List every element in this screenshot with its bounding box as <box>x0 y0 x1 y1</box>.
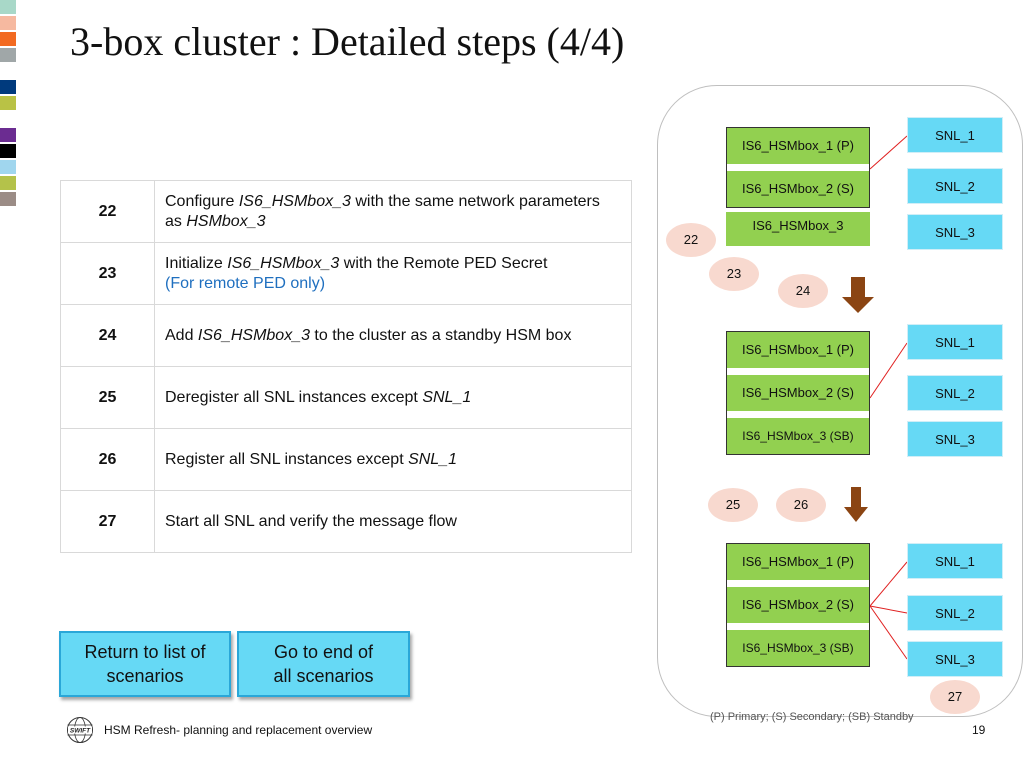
hsm-box-group-stage3: IS6_HSMbox_1 (P) IS6_HSMbox_2 (S) IS6_HS… <box>726 543 870 667</box>
snl-3-stage3: SNL_3 <box>907 641 1003 677</box>
swatch <box>0 64 16 78</box>
return-to-list-button[interactable]: Return to list of scenarios <box>59 631 231 697</box>
swatch <box>0 96 16 110</box>
step-text: with the Remote PED Secret <box>339 254 548 272</box>
end-button-line1: Go to end of <box>273 642 374 662</box>
step-number: 24 <box>60 304 155 367</box>
step-text-note: (For remote PED only) <box>165 274 326 292</box>
snl-3-stage1: SNL_3 <box>907 214 1003 250</box>
step-description: Start all SNL and verify the message flo… <box>154 490 632 553</box>
step-description: Register all SNL instances except SNL_1 <box>154 428 632 491</box>
go-to-end-button[interactable]: Go to end of all scenarios <box>237 631 410 697</box>
page-number: 19 <box>972 723 986 737</box>
step-marker-22: 22 <box>666 223 716 257</box>
swatch <box>0 48 16 62</box>
swift-logo-text: SWIFT <box>70 728 91 735</box>
hsm-box-3-stage1: IS6_HSMbox_3 <box>726 212 870 246</box>
step-marker-26: 26 <box>776 488 826 522</box>
swatch <box>0 192 16 206</box>
snl-2-stage2: SNL_2 <box>907 375 1003 411</box>
swatch <box>0 160 16 174</box>
hsm-box-group-stage2: IS6_HSMbox_1 (P) IS6_HSMbox_2 (S) IS6_HS… <box>726 331 870 455</box>
snl-1-stage3: SNL_1 <box>907 543 1003 579</box>
swatch <box>0 144 16 158</box>
step-description: Initialize IS6_HSMbox_3 with the Remote … <box>154 242 632 305</box>
diagram-panel <box>657 85 1023 717</box>
snl-2-stage3: SNL_2 <box>907 595 1003 631</box>
swatch <box>0 112 16 126</box>
step-number: 26 <box>60 428 155 491</box>
step-text: to the cluster as a standby HSM box <box>309 326 572 344</box>
swatch <box>0 176 16 190</box>
hsm-box-3: IS6_HSMbox_3 (SB) <box>742 641 854 655</box>
step-text-italic: IS6_HSMbox_3 <box>197 326 310 344</box>
end-button-line2: all scenarios <box>273 666 374 686</box>
step-text: Start all SNL and verify the message flo… <box>165 512 457 530</box>
step-marker-24: 24 <box>778 274 828 308</box>
snl-3-stage2: SNL_3 <box>907 421 1003 457</box>
step-text-italic: SNL_1 <box>422 388 472 406</box>
step-marker-23: 23 <box>709 257 759 291</box>
step-row: 27 Start all SNL and verify the message f… <box>60 490 632 553</box>
step-text: Add <box>165 326 198 344</box>
step-marker-25: 25 <box>708 488 758 522</box>
step-text: with the same network parameters as <box>165 192 600 230</box>
swatch <box>0 128 16 142</box>
step-text: Register all SNL instances except <box>165 450 409 468</box>
step-description: Configure IS6_HSMbox_3 with the same net… <box>154 180 632 243</box>
return-button-label: Return to list of scenarios <box>84 640 205 688</box>
snl-1-stage1: SNL_1 <box>907 117 1003 153</box>
snl-1-stage2: SNL_1 <box>907 324 1003 360</box>
footer-text: HSM Refresh- planning and replacement ov… <box>104 723 373 737</box>
swatch <box>0 32 16 46</box>
hsm-box-2: IS6_HSMbox_2 (S) <box>742 597 854 612</box>
hsm-box-2: IS6_HSMbox_2 (S) <box>742 181 854 196</box>
swatch <box>0 16 16 30</box>
hsm-box-1: IS6_HSMbox_1 (P) <box>742 554 854 569</box>
step-text: Configure <box>165 192 239 210</box>
return-button-line1: Return to list of <box>84 642 206 662</box>
hsm-box-2: IS6_HSMbox_2 (S) <box>742 385 854 400</box>
step-number: 27 <box>60 490 155 553</box>
step-text-italic: IS6_HSMbox_3 <box>227 254 340 272</box>
hsm-box-group-stage1: IS6_HSMbox_1 (P) IS6_HSMbox_2 (S) <box>726 127 870 208</box>
swatch <box>0 80 16 94</box>
diagram-legend: (P) Primary; (S) Secondary; (SB) Standby <box>710 711 914 723</box>
end-button-label: Go to end of all scenarios <box>273 640 373 688</box>
step-text: Deregister all SNL instances except <box>165 388 423 406</box>
step-number: 25 <box>60 366 155 429</box>
swift-globe-logo-icon: SWIFT <box>67 717 93 743</box>
step-text: Initialize <box>165 254 228 272</box>
hsm-box-1: IS6_HSMbox_1 (P) <box>742 138 854 153</box>
hsm-box-3: IS6_HSMbox_3 (SB) <box>742 429 854 443</box>
hsm-box-3-label: IS6_HSMbox_3 <box>752 218 844 233</box>
step-text-italic: SNL_1 <box>408 450 457 468</box>
slide-title: 3-box cluster : Detailed steps (4/4) <box>70 19 625 64</box>
step-number: 23 <box>60 242 155 305</box>
hsm-box-1: IS6_HSMbox_1 (P) <box>742 342 854 357</box>
step-number: 22 <box>60 180 155 243</box>
return-button-line2: scenarios <box>106 666 184 686</box>
step-text-italic: IS6_HSMbox_3 <box>238 192 351 210</box>
snl-2-stage1: SNL_2 <box>907 168 1003 204</box>
step-text-italic: HSMbox_3 <box>186 212 266 230</box>
swatch <box>0 0 16 14</box>
step-marker-27: 27 <box>930 680 980 714</box>
step-description: Add IS6_HSMbox_3 to the cluster as a sta… <box>154 304 632 367</box>
step-description: Deregister all SNL instances except SNL_… <box>154 366 632 429</box>
